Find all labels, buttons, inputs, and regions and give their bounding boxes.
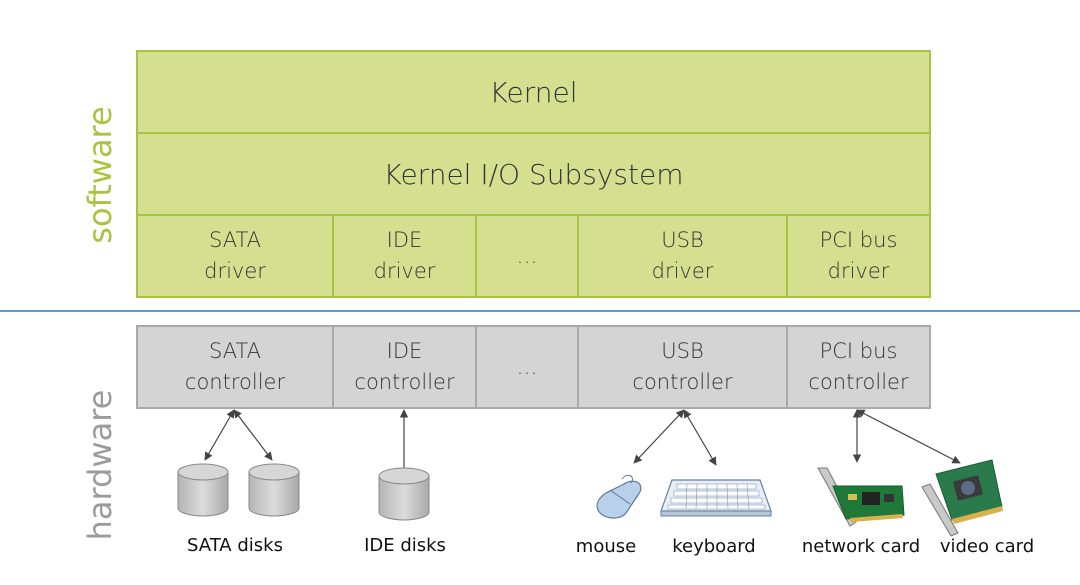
ide-controller-line2: controller	[354, 370, 455, 394]
arrow-sata-disk-1	[204, 409, 235, 461]
sata-driver: SATA driver	[136, 214, 334, 298]
pci-bus-driver: PCI bus driver	[786, 214, 931, 298]
keyboard-label: keyboard	[672, 536, 756, 557]
ide-driver-line1: IDE	[386, 228, 423, 252]
ellipsis-controller-text: …	[516, 354, 538, 379]
ide-controller: IDE controller	[332, 325, 477, 409]
pci-bus-driver-line2: driver	[827, 259, 890, 283]
ide-controller-line1: IDE	[386, 339, 423, 363]
keyboard-icon	[660, 479, 772, 517]
ide-driver: IDE driver	[332, 214, 477, 298]
sata-controller-line1: SATA	[208, 339, 262, 363]
mouse-icon	[596, 474, 642, 519]
sata-driver-line2: driver	[204, 259, 266, 283]
video-card-label: video card	[939, 536, 1035, 557]
sata-controller: SATA controller	[136, 325, 334, 409]
sata-disks-label: SATA disks	[187, 535, 283, 556]
network-card-label: network card	[801, 536, 921, 557]
video-card-icon	[921, 459, 1003, 537]
disk-icon	[248, 463, 300, 517]
usb-driver-line1: USB	[661, 228, 704, 252]
arrow-keyboard	[683, 409, 717, 466]
pci-bus-controller: PCI bus controller	[786, 325, 931, 409]
mouse-label: mouse	[575, 536, 637, 557]
disk-icon	[378, 467, 430, 521]
arrow-mouse	[633, 409, 685, 464]
usb-controller-line2: controller	[632, 370, 733, 394]
ellipsis-driver-text: …	[516, 243, 538, 268]
usb-controller: USB controller	[577, 325, 788, 409]
software-hardware-divider	[0, 310, 1080, 312]
arrow-video-card	[856, 409, 961, 464]
arrow-sata-disk-2	[233, 409, 273, 461]
disk-icon	[177, 463, 229, 517]
ellipsis-controller: …	[475, 325, 579, 409]
pci-bus-controller-line2: controller	[808, 370, 909, 394]
network-card-icon	[817, 467, 905, 527]
ide-driver-line2: driver	[373, 259, 436, 283]
usb-driver-line2: driver	[651, 259, 714, 283]
pci-bus-driver-line1: PCI bus	[819, 228, 898, 252]
usb-controller-line1: USB	[661, 339, 704, 363]
kernel-layer: Kernel	[136, 50, 931, 134]
sata-controller-line2: controller	[184, 370, 286, 394]
sata-driver-line1: SATA	[208, 228, 262, 252]
pci-bus-controller-line1: PCI bus	[819, 339, 898, 363]
ide-disks-label: IDE disks	[364, 535, 446, 556]
